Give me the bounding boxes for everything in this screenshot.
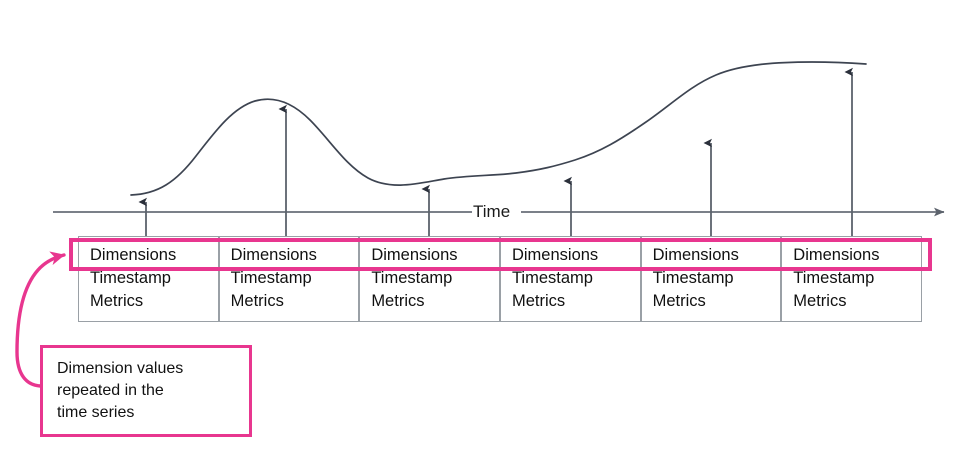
callout-line-1: Dimension values	[57, 360, 184, 377]
record-field-dimensions: Dimensions	[230, 246, 317, 264]
record-field-timestamp: Timestamp	[793, 269, 875, 287]
record-field-timestamp: Timestamp	[652, 269, 734, 287]
record-field-metrics: Metrics	[652, 292, 706, 310]
record-field-metrics: Metrics	[230, 292, 284, 310]
record-field-timestamp: Timestamp	[90, 269, 171, 287]
callout-line-3: time series	[57, 404, 135, 421]
record-field-dimensions: Dimensions	[371, 246, 458, 264]
record-field-timestamp: Timestamp	[230, 269, 312, 287]
callout-line-2: repeated in the	[57, 382, 164, 399]
record-field-dimensions: Dimensions	[793, 246, 880, 264]
record-field-timestamp: Timestamp	[511, 269, 593, 287]
record-field-timestamp: Timestamp	[371, 269, 453, 287]
signal-curve	[130, 61, 867, 196]
callout-arrow	[15, 251, 66, 388]
record-field-metrics: Metrics	[793, 292, 847, 310]
record-field-dimensions: Dimensions	[511, 246, 599, 264]
time-axis-label: Time	[473, 202, 511, 221]
record-field-dimensions: Dimensions	[90, 246, 177, 264]
callout-box: Dimension values repeated in the time se…	[40, 345, 252, 437]
record-field-metrics: Metrics	[511, 292, 566, 310]
record-field-dimensions: Dimensions	[652, 246, 739, 264]
record-field-metrics: Metrics	[371, 292, 425, 310]
record-field-metrics: Metrics	[90, 292, 144, 310]
